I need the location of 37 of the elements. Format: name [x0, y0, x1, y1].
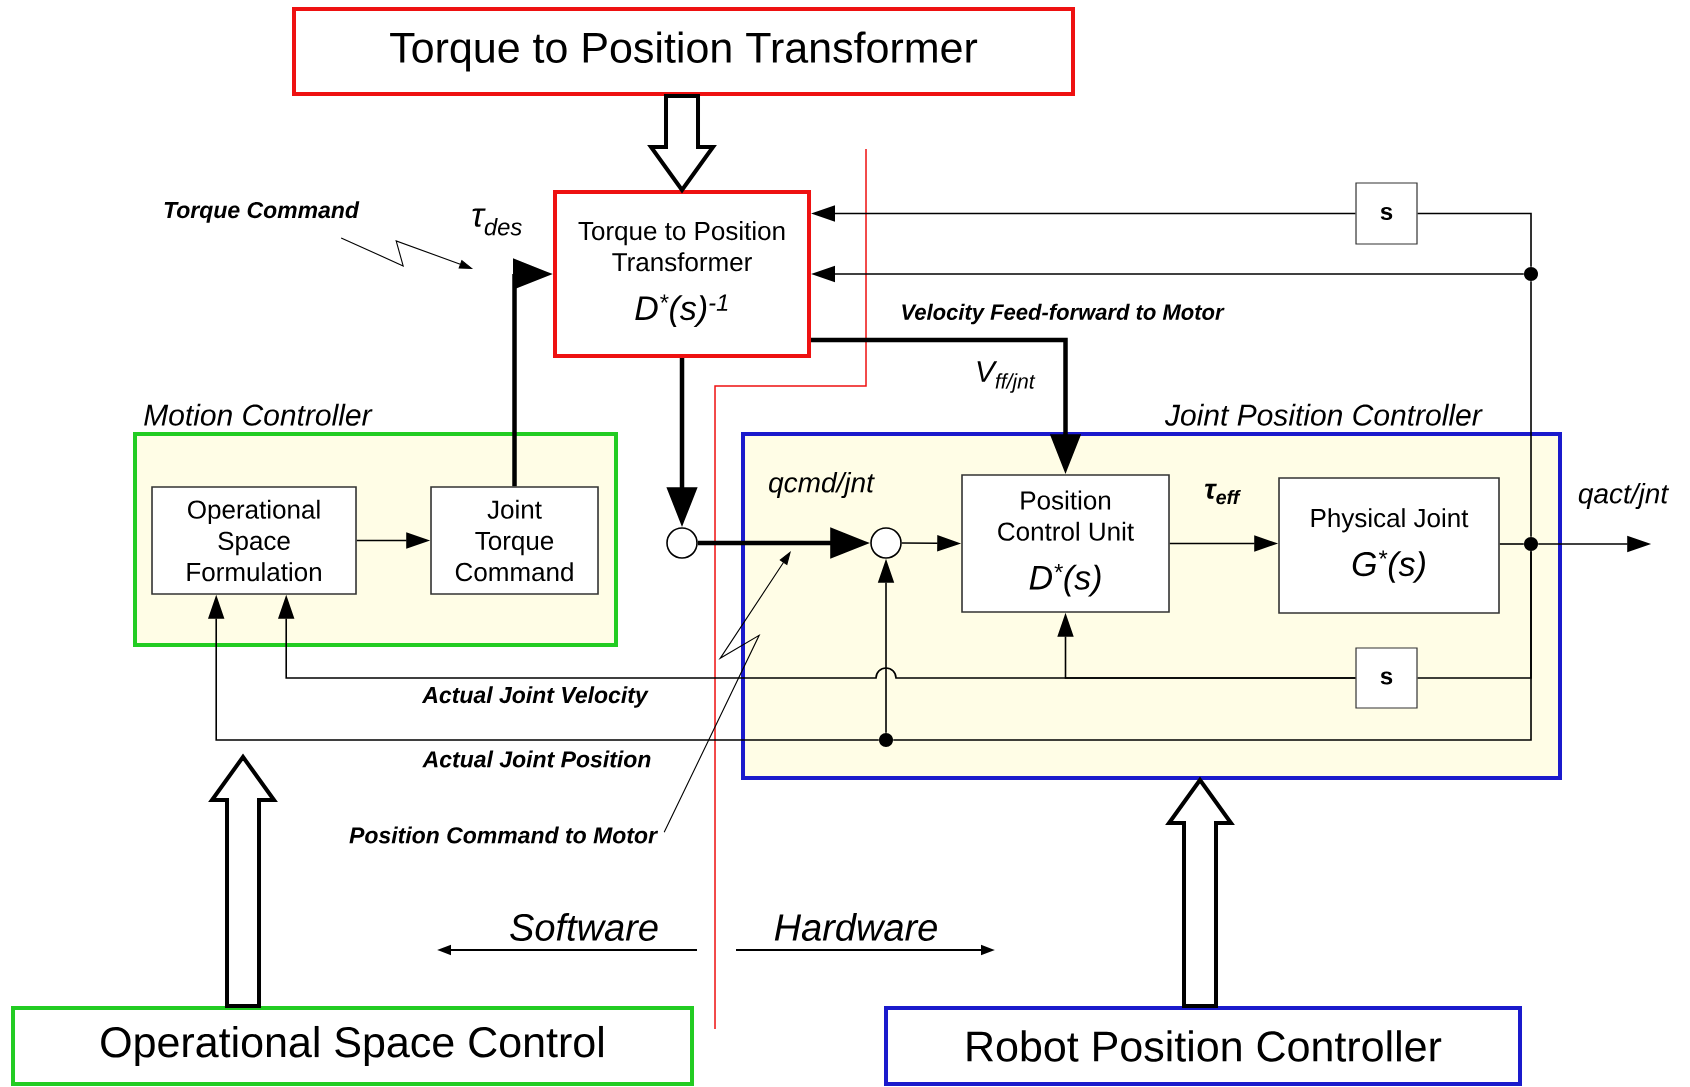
edge-label: qcmd/jnt — [769, 471, 875, 499]
signal-label: Hardware — [774, 913, 937, 941]
signal-line — [892, 550, 1532, 741]
edge-label: Actual Joint Position — [422, 750, 651, 768]
summing-junction — [870, 527, 902, 559]
edge-label: qact/jnt — [1578, 482, 1670, 510]
leader-line — [663, 551, 791, 833]
edge-label: τ$_{eff}$ — [1205, 483, 1241, 505]
process-box: Joint Torque Command — [430, 486, 599, 595]
banner-box: Robot Position Controller — [884, 1006, 1522, 1086]
edge-label: Actual Joint Velocity — [421, 686, 649, 708]
junction-dot — [1524, 537, 1538, 551]
derivative-box: s — [1355, 647, 1418, 709]
callout-text: Position Command to Motor — [349, 826, 659, 844]
box-heading: Joint Position Controller — [1164, 403, 1483, 426]
callout-text: Torque Command — [164, 201, 360, 223]
block-arrow — [208, 753, 278, 1008]
process-box: Position Control Unit D$^{*}$(s) — [961, 474, 1170, 613]
banner-box: Operational Space Control — [11, 1006, 694, 1086]
signal-label: Velocity Feed-forward to Motor — [902, 303, 1225, 325]
junction-dot — [1524, 267, 1538, 281]
box-heading: Motion Controller — [144, 403, 373, 426]
signal-label: Software — [510, 913, 658, 941]
transformer-box: Torque to Position Transformer D$^{*}$(s)$^{-1}$ — [553, 190, 811, 358]
process-box: Physical Joint G$^{*}$(s) — [1278, 477, 1500, 614]
junction-dot — [879, 733, 893, 747]
title-box: Torque to Position Transformer — [292, 7, 1075, 96]
signal-line — [1499, 543, 1525, 545]
signal-line — [1530, 280, 1532, 538]
signal-line — [1416, 212, 1532, 268]
block-arrow — [647, 94, 717, 194]
edge-label: V$_{ff/jnt}$ — [977, 361, 1036, 393]
derivative-box: s — [1355, 182, 1418, 245]
process-box: Operational Space Formulation — [151, 486, 357, 595]
summing-junction — [666, 527, 698, 559]
block-arrow — [1165, 776, 1235, 1008]
edge-label: τ$_{des}$ — [472, 208, 522, 236]
